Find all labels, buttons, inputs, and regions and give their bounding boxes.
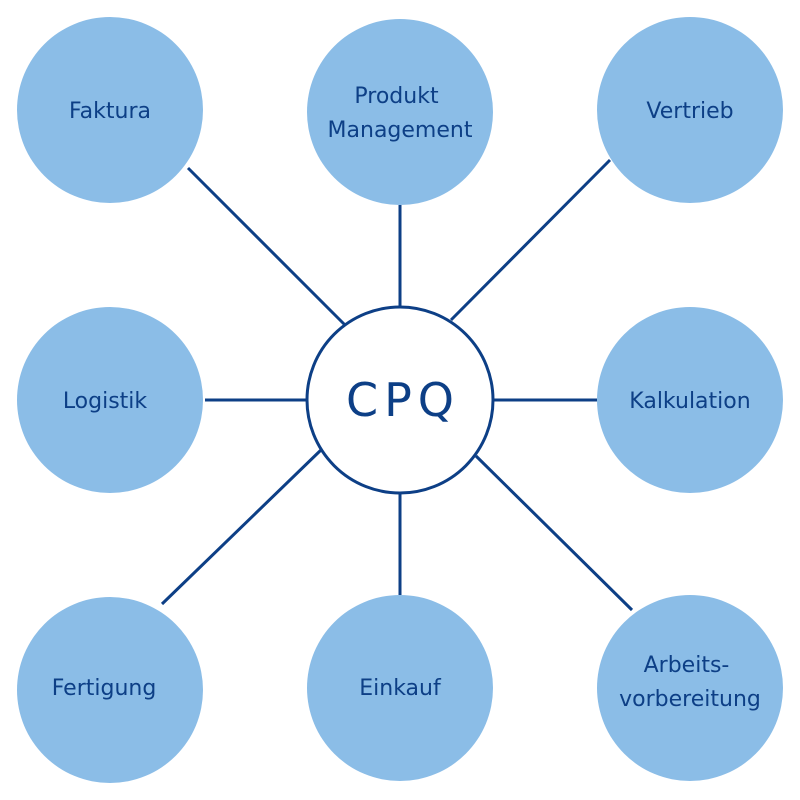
node-einkauf-label: Einkauf — [359, 676, 442, 701]
node-kalkulation-circle — [597, 307, 783, 493]
node-fertigung: Fertigung — [17, 597, 203, 783]
node-vertrieb-circle — [597, 17, 783, 203]
node-produkt-management-label: Produkt Management — [328, 84, 473, 143]
node-produkt-management: Produkt Management — [307, 19, 493, 205]
node-kalkulation-label: Kalkulation — [629, 389, 750, 414]
connector-faktura — [186, 166, 348, 328]
connector-arbeitsvorbereitung — [474, 454, 634, 612]
connector-fertigung — [160, 447, 324, 606]
node-arbeitsvorbereitung-circle — [597, 595, 783, 781]
connector-vertrieb — [449, 158, 612, 322]
node-faktura-label: Faktura — [69, 99, 151, 124]
node-logistik-label: Logistik — [63, 389, 148, 414]
connectors — [160, 158, 634, 612]
node-arbeitsvorbereitung: Arbeits- vorbereitung — [597, 595, 783, 781]
node-faktura: Faktura — [17, 17, 203, 203]
node-logistik: Logistik — [17, 307, 203, 493]
center-hub-circle — [305, 305, 495, 495]
node-logistik-circle — [17, 307, 203, 493]
node-einkauf-circle — [307, 595, 493, 781]
node-vertrieb-label: Vertrieb — [646, 99, 733, 124]
node-fertigung-circle — [17, 597, 203, 783]
node-arbeitsvorbereitung-label: Arbeits- vorbereitung — [619, 653, 761, 712]
center-hub: CPQ — [305, 305, 495, 495]
node-kalkulation: Kalkulation — [597, 307, 783, 493]
node-vertrieb: Vertrieb — [597, 17, 783, 203]
node-einkauf: Einkauf — [307, 595, 493, 781]
node-faktura-circle — [17, 17, 203, 203]
center-hub-label: CPQ — [346, 373, 460, 427]
node-produkt-management-circle — [307, 19, 493, 205]
node-fertigung-label: Fertigung — [52, 676, 157, 701]
